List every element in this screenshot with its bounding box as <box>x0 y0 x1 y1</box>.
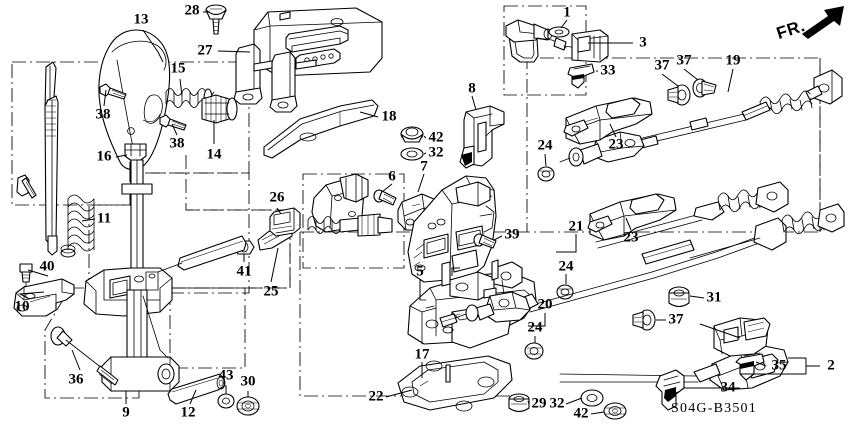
part-bolt-37a <box>667 84 691 106</box>
part-stopper-31 <box>668 286 690 308</box>
part-lock-rod-assembly <box>16 61 76 258</box>
part-shift-lock-solenoid-2 <box>559 317 789 391</box>
callout-33: 33 <box>600 62 616 79</box>
part-flange-nut-42a <box>400 126 424 143</box>
callout-29: 29 <box>531 395 547 412</box>
part-grommet-24a <box>537 166 555 182</box>
callout-42-upper: 42 <box>428 129 444 146</box>
callout-6: 6 <box>388 168 396 185</box>
part-shift-lock-body-5 <box>407 175 497 283</box>
callout-30: 30 <box>240 373 256 390</box>
part-clip-26 <box>269 207 301 237</box>
callout-14: 14 <box>206 146 222 163</box>
callout-31: 31 <box>706 289 722 306</box>
callout-17: 17 <box>414 346 430 363</box>
callout-34: 34 <box>720 379 736 396</box>
part-setscrew-39 <box>473 233 497 249</box>
callout-37-a: 37 <box>654 57 670 74</box>
callout-40: 40 <box>39 258 55 275</box>
part-base-gasket-22 <box>397 355 513 412</box>
callout-36: 36 <box>68 371 84 388</box>
part-shift-cable-19 <box>559 69 843 167</box>
part-locknut-30 <box>236 396 260 416</box>
part-wire-band-34 <box>655 369 685 411</box>
part-grommet-24c <box>524 342 544 360</box>
callout-23-upper: 23 <box>608 136 624 153</box>
front-direction-arrow-icon <box>802 6 844 39</box>
part-washer-32a <box>400 147 424 161</box>
callout-25: 25 <box>263 283 279 300</box>
part-cable-bracket-23a <box>563 97 653 145</box>
part-cable-end-20 <box>595 181 789 265</box>
part-spring-11 <box>67 194 95 252</box>
callout-32-lower: 32 <box>549 395 565 412</box>
callout-37-b: 37 <box>676 52 692 69</box>
part-cable-bracket-23b <box>587 193 677 241</box>
part-pivot-bolt-6 <box>373 189 397 206</box>
callout-26: 26 <box>269 189 285 206</box>
part-flange-nut-42b <box>603 402 627 420</box>
callout-18: 18 <box>381 108 397 125</box>
part-switch-grommet-1 <box>548 26 570 38</box>
diagram-code: S04G-B3501 <box>671 401 757 416</box>
part-washer-43 <box>217 393 235 409</box>
callout-22: 22 <box>368 388 384 405</box>
callout-24-mid: 24 <box>558 258 574 275</box>
callout-3: 3 <box>639 34 647 51</box>
callout-9: 9 <box>122 404 130 421</box>
part-washer-32b <box>580 389 604 407</box>
part-bolt-40 <box>19 263 33 295</box>
callout-12: 12 <box>180 404 196 421</box>
part-pivot-pin-12 <box>167 373 226 405</box>
callout-19: 19 <box>725 52 741 69</box>
leader-lines <box>18 11 820 415</box>
part-lock-knob-assembly-4 <box>307 173 393 237</box>
callout-8: 8 <box>468 80 476 97</box>
callout-38-lower: 38 <box>169 135 185 152</box>
callout-23-lower: 23 <box>623 229 639 246</box>
callout-21: 21 <box>568 218 584 235</box>
callout-42-lower: 42 <box>573 405 589 422</box>
part-grommet-24b <box>556 284 574 300</box>
callout-43: 43 <box>218 367 234 384</box>
callout-24-upper: 24 <box>537 137 553 154</box>
callout-41: 41 <box>236 263 252 280</box>
part-bolt-37c <box>632 309 656 331</box>
callout-16: 16 <box>96 148 112 165</box>
callout-2: 2 <box>827 357 835 374</box>
callout-15: 15 <box>170 60 186 77</box>
part-position-switch-3 <box>505 19 609 63</box>
callout-27: 27 <box>197 42 213 59</box>
part-detent-lever-10 <box>13 278 75 317</box>
part-console-bezel-27 <box>233 7 383 113</box>
callout-13: 13 <box>133 11 149 28</box>
part-lever-bracket-9 <box>83 159 180 392</box>
part-console-garnish-18 <box>263 99 379 159</box>
callout-10: 10 <box>14 298 30 315</box>
callout-20: 20 <box>537 296 553 313</box>
callout-5: 5 <box>416 263 424 280</box>
part-select-cable-21 <box>439 203 845 328</box>
part-screw-38b <box>159 114 187 131</box>
part-flange-bolt-36 <box>50 326 119 386</box>
callout-24-lower: 24 <box>527 319 543 336</box>
callout-32-upper: 32 <box>428 144 444 161</box>
callout-39: 39 <box>504 226 520 243</box>
callout-38-upper: 38 <box>95 106 111 123</box>
callout-1: 1 <box>563 4 571 21</box>
part-grommet-29 <box>508 393 530 413</box>
part-shift-knob-13 <box>98 29 171 171</box>
part-cable-stay-8 <box>459 105 505 169</box>
part-release-shaft-14 <box>201 94 238 124</box>
part-tapping-screw-28 <box>205 4 227 35</box>
part-bolt-37b <box>692 78 717 98</box>
part-wire-clip-33 <box>567 63 595 89</box>
callout-35: 35 <box>771 357 787 374</box>
callout-28: 28 <box>184 2 200 19</box>
callout-11: 11 <box>96 210 112 227</box>
callout-37-c: 37 <box>668 311 684 328</box>
callout-7: 7 <box>420 158 428 175</box>
